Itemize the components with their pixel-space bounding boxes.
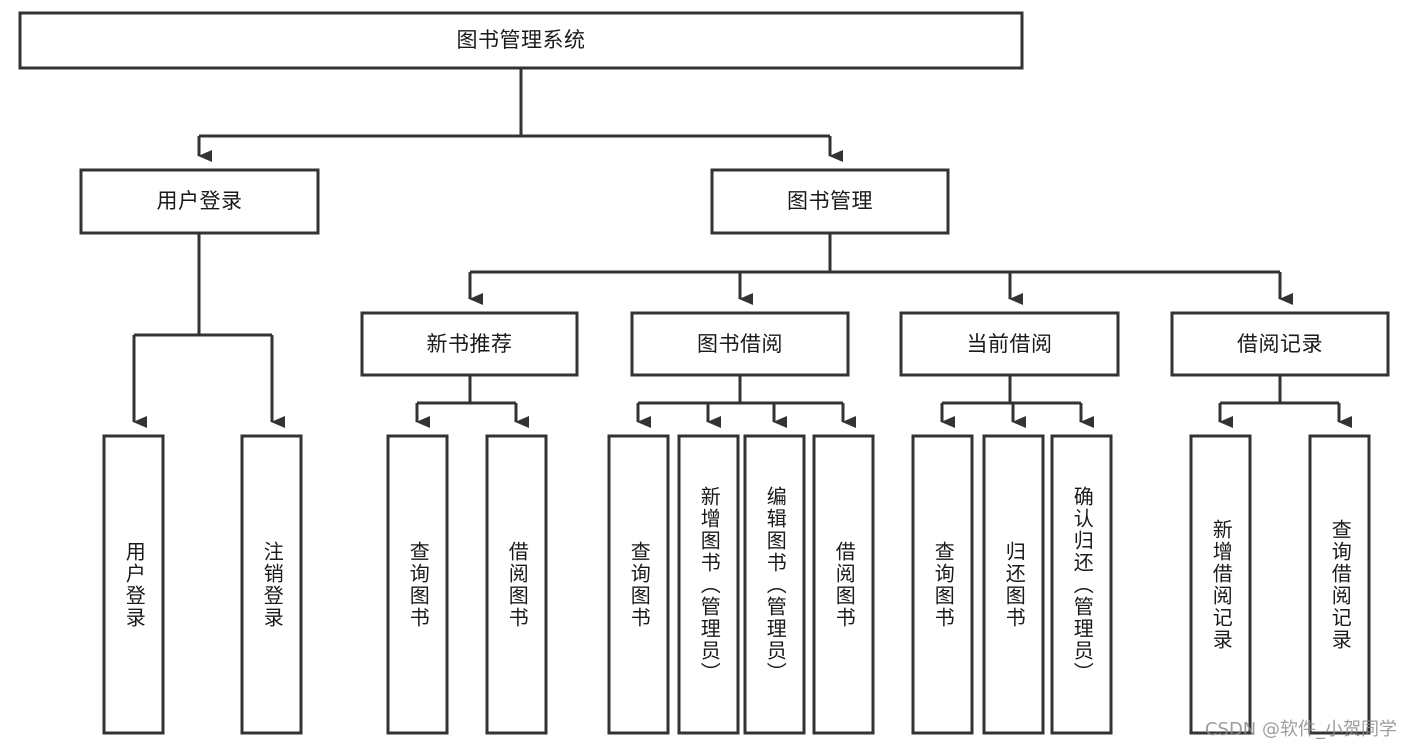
node-box-root[interactable] (18, 11, 1024, 70)
node-box-leaf-3[interactable] (485, 434, 548, 735)
connector-bookmgmt-to-level2 (468, 233, 1293, 305)
node-box-leaf-4[interactable] (607, 434, 670, 735)
node-box-leaf-12[interactable] (1308, 434, 1371, 735)
node-box-leaf-11[interactable] (1189, 434, 1252, 735)
connector-records-to-leaves (1218, 375, 1352, 428)
node-box-level2-0[interactable] (360, 311, 579, 377)
node-box-level1-0[interactable] (79, 168, 320, 235)
node-box-leaf-6[interactable] (743, 434, 806, 735)
node-box-level2-3[interactable] (1170, 311, 1390, 377)
node-box-leaf-10[interactable] (1050, 434, 1113, 735)
connector-newbook-to-leaves (415, 375, 529, 428)
node-box-leaf-5[interactable] (677, 434, 740, 735)
node-box-leaf-9[interactable] (982, 434, 1045, 735)
node-box-level2-1[interactable] (630, 311, 850, 377)
node-box-leaf-0[interactable] (102, 434, 165, 735)
node-box-leaf-8[interactable] (911, 434, 974, 735)
connector-borrow-to-leaves (636, 375, 856, 428)
node-box-leaf-2[interactable] (386, 434, 449, 735)
node-box-leaf-7[interactable] (812, 434, 875, 735)
connector-current-to-leaves (940, 375, 1094, 428)
connector-root-to-level1 (197, 68, 843, 162)
connector-userlogin-to-leaves (132, 233, 285, 428)
node-box-level1-1[interactable] (710, 168, 950, 235)
node-box-level2-2[interactable] (899, 311, 1120, 377)
node-box-leaf-1[interactable] (240, 434, 303, 735)
